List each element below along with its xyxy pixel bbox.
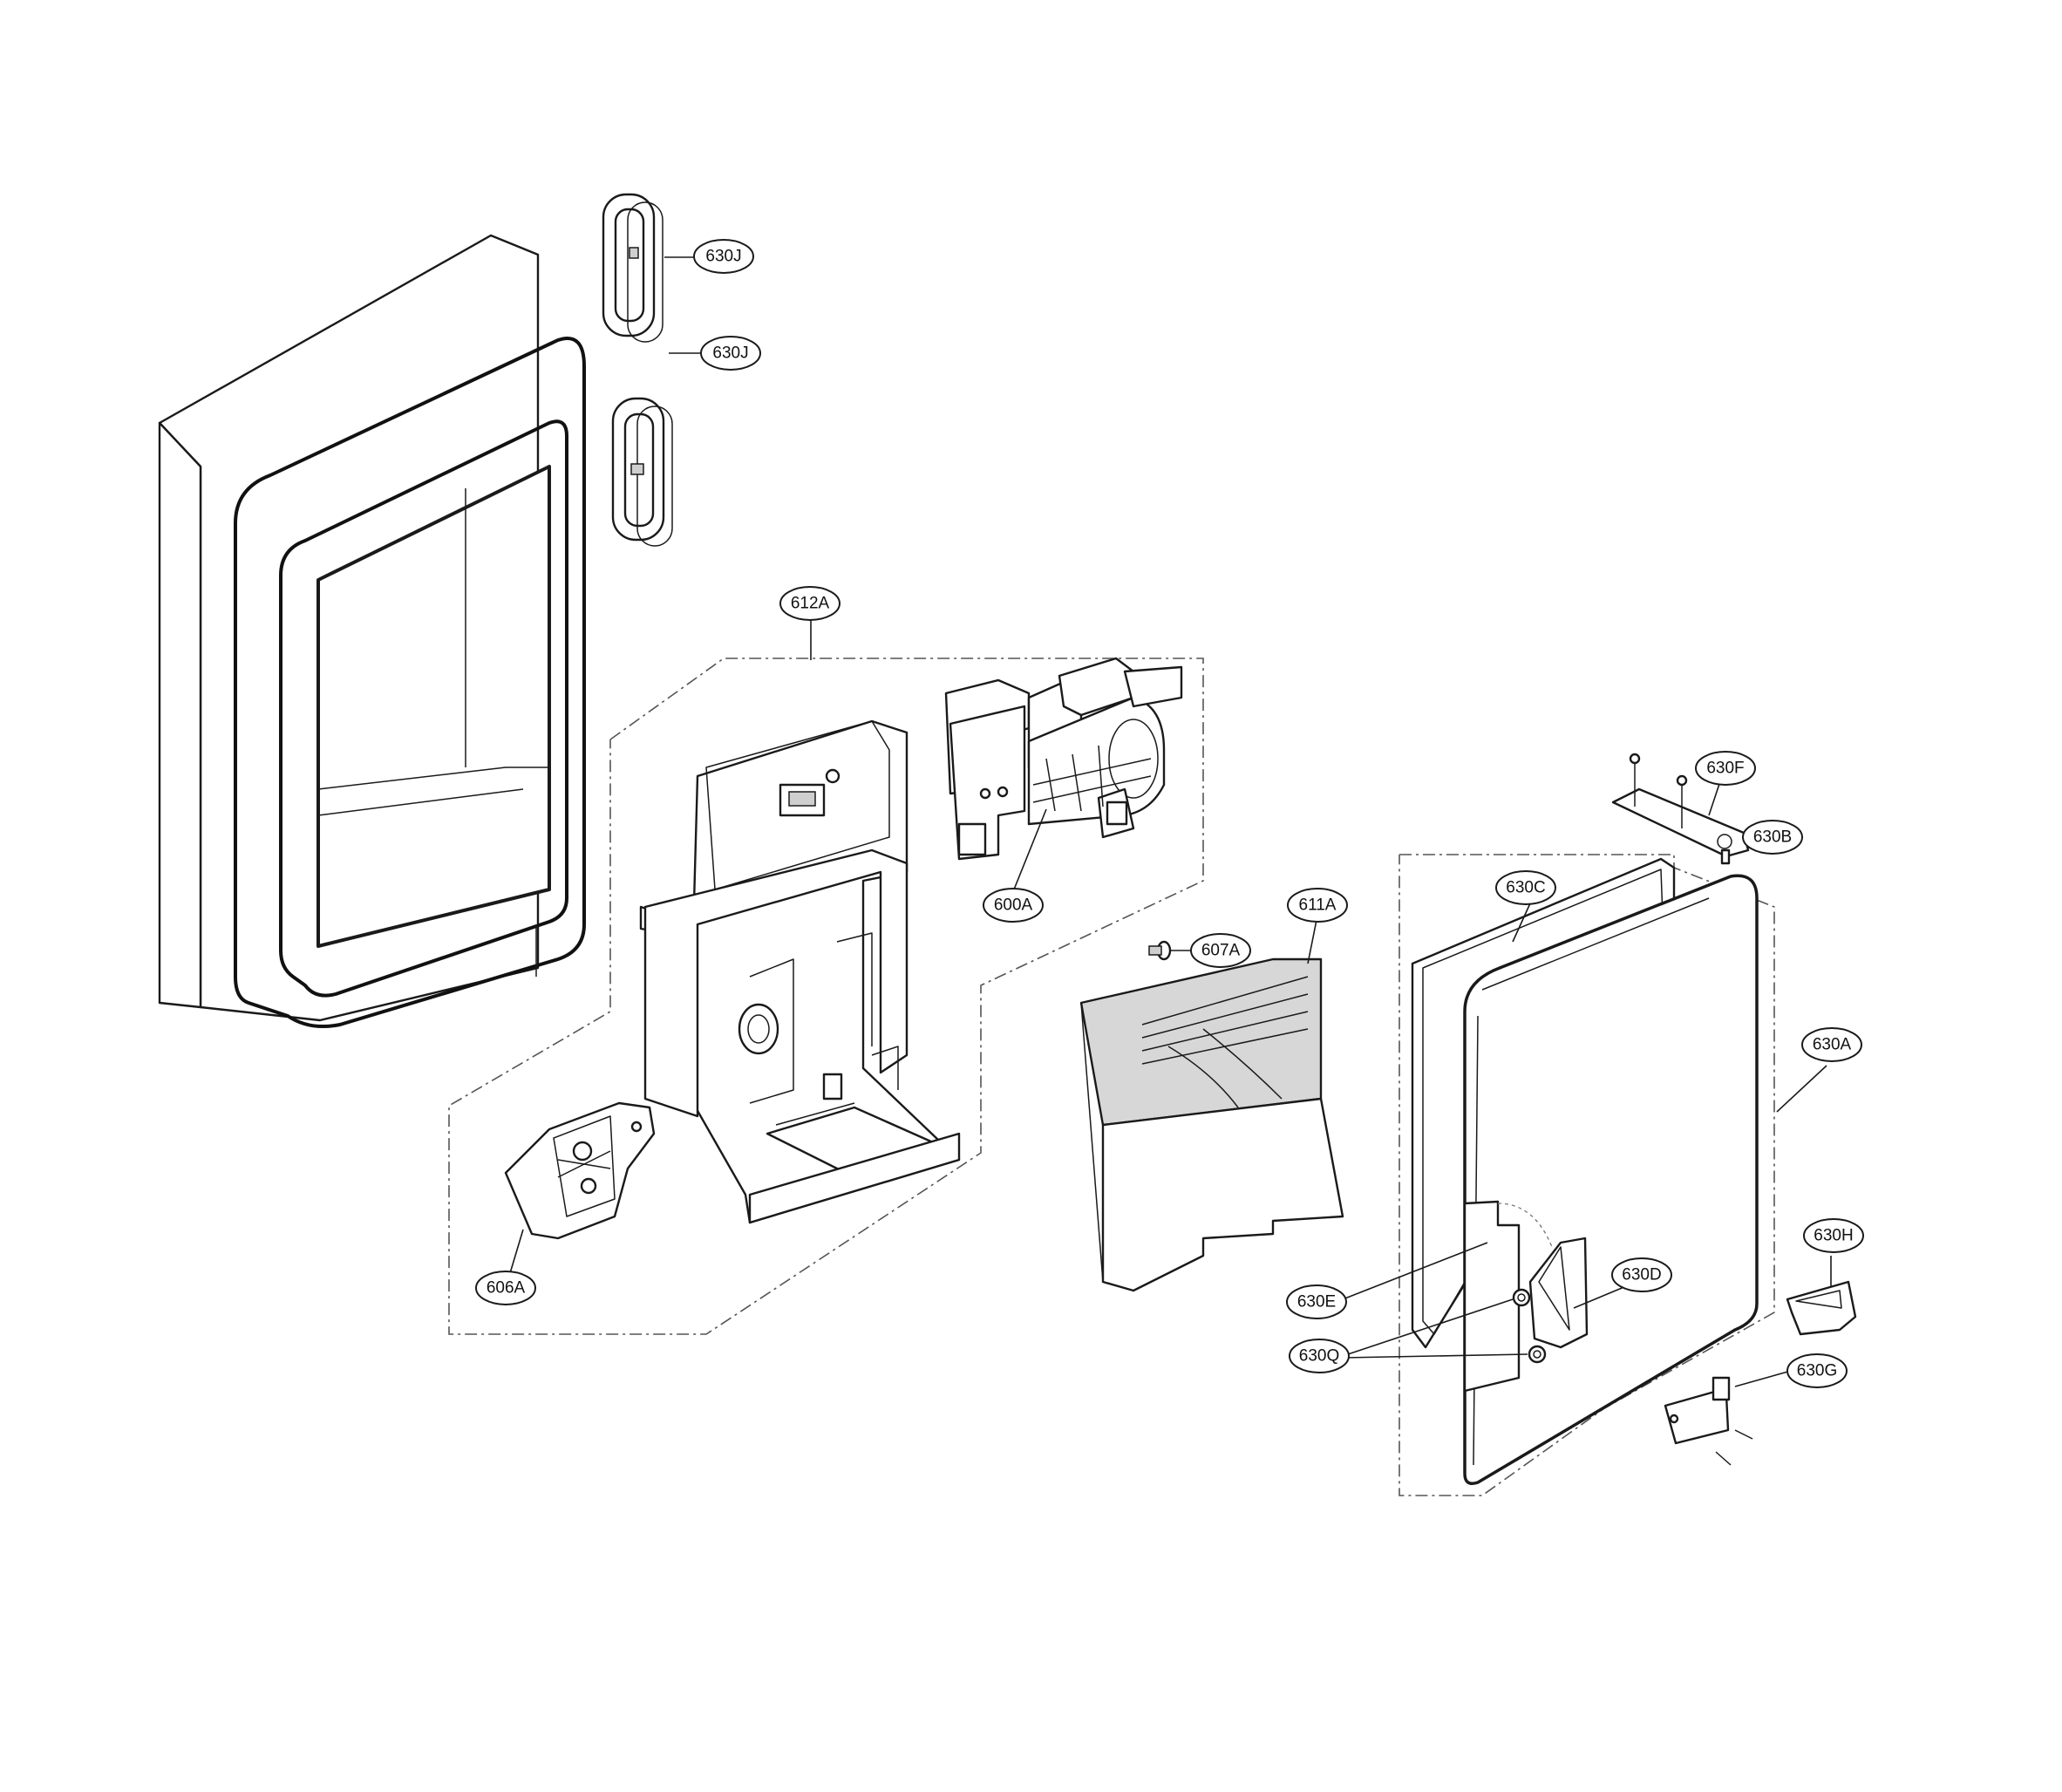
callout-label: 630J: [712, 344, 748, 363]
callout-label: 630B: [1753, 828, 1792, 847]
callout-630D: 630D: [1611, 1257, 1672, 1292]
callout-630H: 630H: [1803, 1218, 1864, 1253]
callout-label: 630Q: [1299, 1347, 1339, 1366]
callout-630E: 630E: [1286, 1284, 1347, 1319]
callout-606A: 606A: [475, 1271, 536, 1305]
callout-630J-bottom: 630J: [700, 336, 761, 371]
assembly-612A-outline: [448, 658, 1204, 1335]
callout-label: 607A: [1201, 942, 1241, 960]
assembly-630A-outline: [1398, 854, 1775, 1496]
callout-label: 630H: [1814, 1227, 1853, 1245]
hinge-plate-606A: [504, 1101, 656, 1240]
hinge-cover-630D: [1528, 1237, 1589, 1349]
callout-label: 611A: [1299, 896, 1337, 915]
callout-label: 630J: [705, 248, 741, 266]
knob-607A: [1148, 940, 1172, 961]
callout-630J-top: 630J: [693, 239, 754, 274]
callout-630Q: 630Q: [1289, 1339, 1350, 1373]
bolt-630Q-upper: [1512, 1288, 1531, 1307]
callout-label: 600A: [994, 896, 1033, 915]
gasket-630J-top: [602, 193, 664, 343]
ice-maker-600A: [944, 657, 1183, 861]
callout-630G: 630G: [1786, 1353, 1848, 1388]
callout-label: 630G: [1797, 1362, 1837, 1380]
callout-label: 630D: [1622, 1266, 1661, 1284]
bolt-630Q-lower: [1528, 1345, 1547, 1364]
callout-label: 630E: [1297, 1293, 1336, 1312]
dispenser-housing-612A: [639, 719, 961, 1224]
handle-630H: [1786, 1280, 1857, 1336]
callout-label: 630F: [1706, 760, 1744, 778]
callout-600A: 600A: [983, 888, 1044, 923]
callout-630F: 630F: [1695, 751, 1756, 786]
dispenser-cover-611A: [1079, 957, 1344, 1292]
gasket-630J-bottom: [611, 397, 673, 547]
door-frame: [158, 234, 586, 1028]
callout-612A: 612A: [779, 586, 840, 621]
hinge-630G: [1664, 1376, 1753, 1466]
hinge-bracket-630E: [1463, 1200, 1553, 1393]
callout-label: 606A: [487, 1279, 526, 1298]
callout-611A: 611A: [1287, 888, 1348, 923]
callout-607A: 607A: [1190, 933, 1251, 968]
callout-label: 630A: [1813, 1036, 1852, 1054]
callout-label: 612A: [791, 595, 830, 613]
leader-lines: [509, 256, 1832, 1387]
callout-630B: 630B: [1742, 820, 1803, 855]
callout-label: 630C: [1506, 879, 1545, 897]
callout-630A: 630A: [1801, 1027, 1862, 1062]
callout-630C: 630C: [1495, 870, 1556, 905]
